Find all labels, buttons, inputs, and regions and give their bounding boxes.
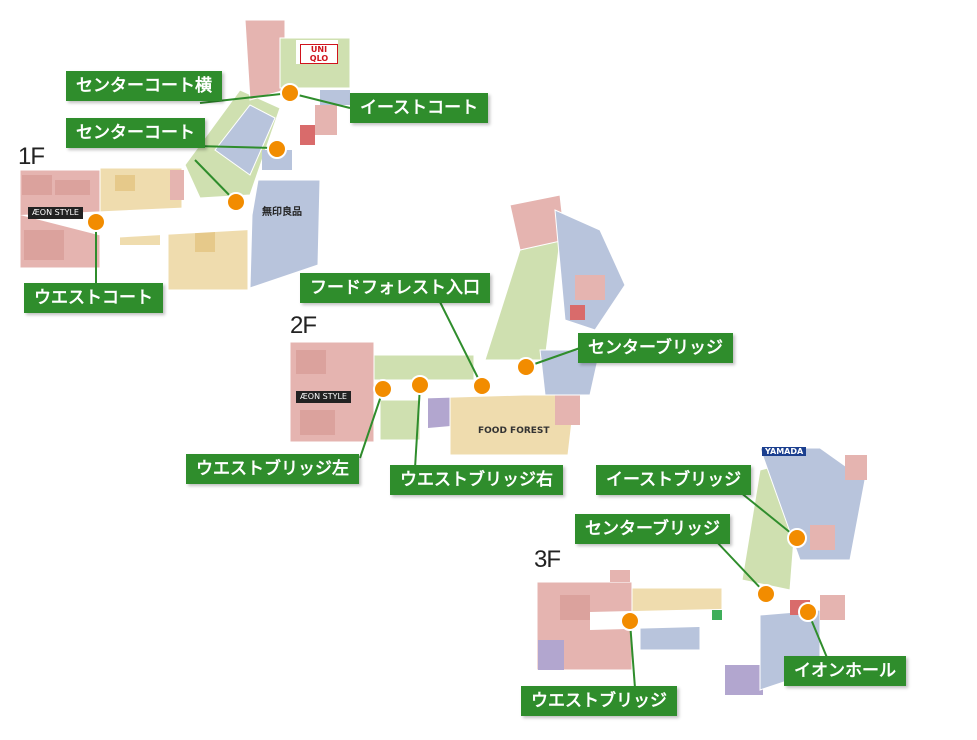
- marker-2f-west-bridge-right[interactable]: [410, 375, 430, 395]
- label-3f-west-bridge[interactable]: ウエストブリッジ: [521, 686, 677, 716]
- label-2f-west-bridge-left[interactable]: ウエストブリッジ左: [186, 454, 359, 484]
- marker-2f-west-bridge-left[interactable]: [373, 379, 393, 399]
- marker-1f-west-court[interactable]: [86, 212, 106, 232]
- marker-3f-east-bridge[interactable]: [787, 528, 807, 548]
- marker-2f-center-bridge[interactable]: [516, 357, 536, 377]
- floor-3f-plan: [536, 447, 867, 695]
- marker-2f-food-forest[interactable]: [472, 376, 492, 396]
- label-2f-food-forest-entrance[interactable]: フードフォレスト入口: [300, 273, 490, 303]
- marker-1f-center-court-side[interactable]: [280, 83, 300, 103]
- floor-label-3f: 3F: [534, 546, 561, 573]
- floor-label-2f: 2F: [290, 312, 317, 339]
- label-2f-west-bridge-right[interactable]: ウエストブリッジ右: [390, 465, 563, 495]
- marker-1f-center-court-low[interactable]: [226, 192, 246, 212]
- label-2f-center-bridge[interactable]: センターブリッジ: [578, 333, 733, 363]
- label-3f-east-bridge[interactable]: イーストブリッジ: [596, 465, 752, 495]
- store-muji: 無印良品: [262, 207, 302, 218]
- marker-3f-center-bridge[interactable]: [756, 584, 776, 604]
- store-aeon-style-2f: ÆON STYLE: [296, 391, 351, 403]
- store-yamada: YAMADA: [762, 447, 807, 456]
- leader-lines: [95, 92, 829, 689]
- store-food-forest: FOOD FOREST: [478, 426, 550, 436]
- label-3f-center-bridge[interactable]: センターブリッジ: [575, 514, 730, 544]
- spot-markers: [86, 83, 818, 631]
- floor-label-1f: 1F: [18, 143, 45, 170]
- label-3f-aeon-hall[interactable]: イオンホール: [784, 656, 906, 686]
- floor-2f-plan: [289, 194, 626, 456]
- label-1f-west-court[interactable]: ウエストコート: [24, 283, 163, 313]
- label-1f-east-court[interactable]: イーストコート: [350, 93, 489, 123]
- store-uniqlo: UNI QLO: [300, 44, 338, 64]
- label-1f-center-court-side[interactable]: センターコート横: [66, 71, 222, 101]
- marker-3f-west-bridge[interactable]: [620, 611, 640, 631]
- marker-3f-aeon-hall[interactable]: [798, 602, 818, 622]
- label-1f-center-court[interactable]: センターコート: [66, 118, 205, 148]
- marker-1f-center-court[interactable]: [267, 139, 287, 159]
- store-aeon-style-1f: ÆON STYLE: [28, 207, 83, 219]
